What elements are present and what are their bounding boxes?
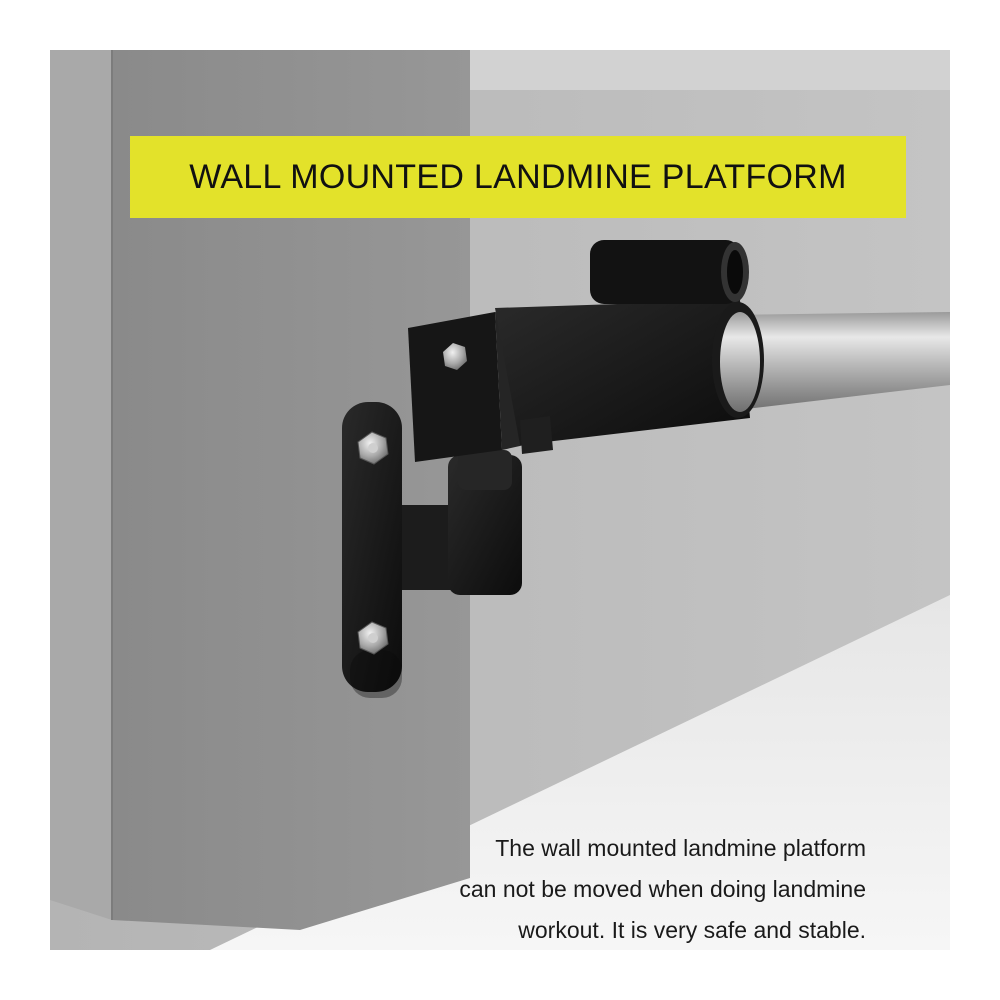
sleeve-rail bbox=[520, 416, 553, 454]
upper-bolt bbox=[357, 431, 389, 465]
wall-ledge bbox=[470, 50, 950, 90]
product-photo: WALL MOUNTED LANDMINE PLATFORM The wall … bbox=[50, 50, 950, 950]
pillar-side bbox=[50, 50, 112, 920]
lock-tube bbox=[590, 240, 740, 304]
pivot-collar bbox=[458, 450, 512, 490]
lock-tube-inner bbox=[727, 250, 743, 294]
plate-shadow bbox=[350, 650, 402, 698]
landmine-bar bbox=[720, 312, 950, 412]
pivot-head bbox=[408, 312, 502, 462]
sleeve-end-inner bbox=[720, 312, 760, 412]
pillar-front bbox=[112, 50, 470, 930]
hex-bolt bbox=[443, 343, 467, 370]
caption: The wall mounted landmine platform can n… bbox=[346, 828, 866, 950]
title-banner: WALL MOUNTED LANDMINE PLATFORM bbox=[130, 136, 906, 218]
caption-line-1: The wall mounted landmine platform bbox=[495, 835, 866, 861]
wall-plate bbox=[342, 402, 402, 692]
lower-bolt bbox=[357, 621, 389, 655]
caption-line-3: workout. It is very safe and stable. bbox=[518, 917, 866, 943]
sleeve-body bbox=[495, 300, 750, 445]
page-title: WALL MOUNTED LANDMINE PLATFORM bbox=[189, 157, 847, 196]
caption-line-2: can not be moved when doing landmine bbox=[459, 876, 866, 902]
